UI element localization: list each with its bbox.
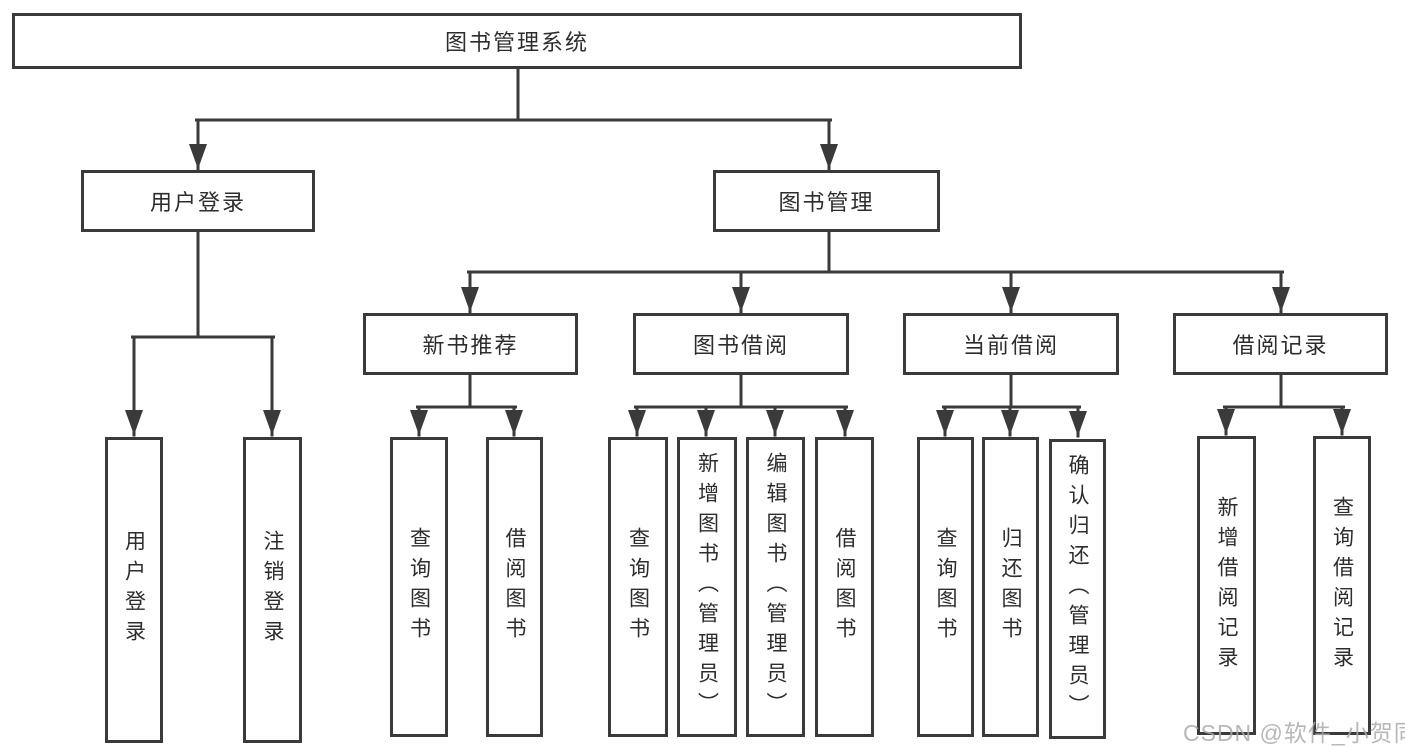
- branch-book-management: 图书管理: [713, 170, 940, 232]
- node-root-label: 图书管理系统: [444, 30, 589, 55]
- section-book-borrowing: 图书借阅: [633, 313, 849, 375]
- leaf-query-borrow-record-label: 查询借阅记录: [1330, 495, 1354, 676]
- leaf-edit-books-admin-label: 编辑图书（管理员）: [764, 452, 787, 722]
- section-borrowing-records: 借阅记录: [1173, 313, 1388, 375]
- leaf-add-books-admin: 新增图书（管理员）: [677, 437, 737, 737]
- leaf-query-books-recommend-label: 查询图书: [407, 527, 431, 647]
- csdn-watermark: CSDN @软件_小贺同学: [1183, 720, 1405, 746]
- leaf-add-borrow-record-label: 新增借阅记录: [1215, 495, 1238, 676]
- leaf-borrow-books-recommend: 借阅图书: [486, 437, 543, 737]
- leaf-query-borrow-record: 查询借阅记录: [1313, 436, 1371, 735]
- leaf-user-login: 用户登录: [105, 437, 163, 743]
- leaf-query-books-recommend: 查询图书: [390, 437, 448, 737]
- section-current-borrowing-label: 当前借阅: [962, 333, 1059, 358]
- section-new-book-recommendation-label: 新书推荐: [422, 333, 519, 358]
- leaf-borrow-books-borrowing: 借阅图书: [815, 437, 874, 737]
- section-current-borrowing: 当前借阅: [903, 313, 1119, 375]
- leaf-query-books-current-label: 查询图书: [934, 527, 957, 647]
- leaf-logout: 注销登录: [243, 437, 302, 743]
- branch-user-login: 用户登录: [81, 170, 315, 232]
- branch-user-login-label: 用户登录: [149, 190, 246, 215]
- leaf-logout-label: 注销登录: [261, 530, 284, 650]
- section-borrowing-records-label: 借阅记录: [1232, 333, 1329, 358]
- leaf-confirm-return-admin-label: 确认归还（管理员）: [1066, 454, 1089, 724]
- section-new-book-recommendation: 新书推荐: [363, 313, 578, 375]
- leaf-add-books-admin-label: 新增图书（管理员）: [695, 452, 719, 722]
- leaf-borrow-books-borrowing-label: 借阅图书: [833, 527, 856, 647]
- leaf-confirm-return-admin: 确认归还（管理员）: [1049, 439, 1106, 739]
- leaf-query-books-borrowing-label: 查询图书: [626, 527, 650, 647]
- leaf-user-login-label: 用户登录: [122, 530, 146, 650]
- node-root: 图书管理系统: [12, 13, 1022, 69]
- section-book-borrowing-label: 图书借阅: [692, 333, 789, 358]
- branch-book-management-label: 图书管理: [778, 190, 875, 215]
- leaf-query-books-borrowing: 查询图书: [608, 437, 668, 737]
- leaf-borrow-books-recommend-label: 借阅图书: [503, 527, 526, 647]
- leaf-return-books: 归还图书: [982, 437, 1039, 737]
- leaf-return-books-label: 归还图书: [999, 527, 1022, 647]
- leaf-edit-books-admin: 编辑图书（管理员）: [746, 437, 805, 737]
- leaf-add-borrow-record: 新增借阅记录: [1197, 436, 1256, 735]
- leaf-query-books-current: 查询图书: [917, 437, 974, 737]
